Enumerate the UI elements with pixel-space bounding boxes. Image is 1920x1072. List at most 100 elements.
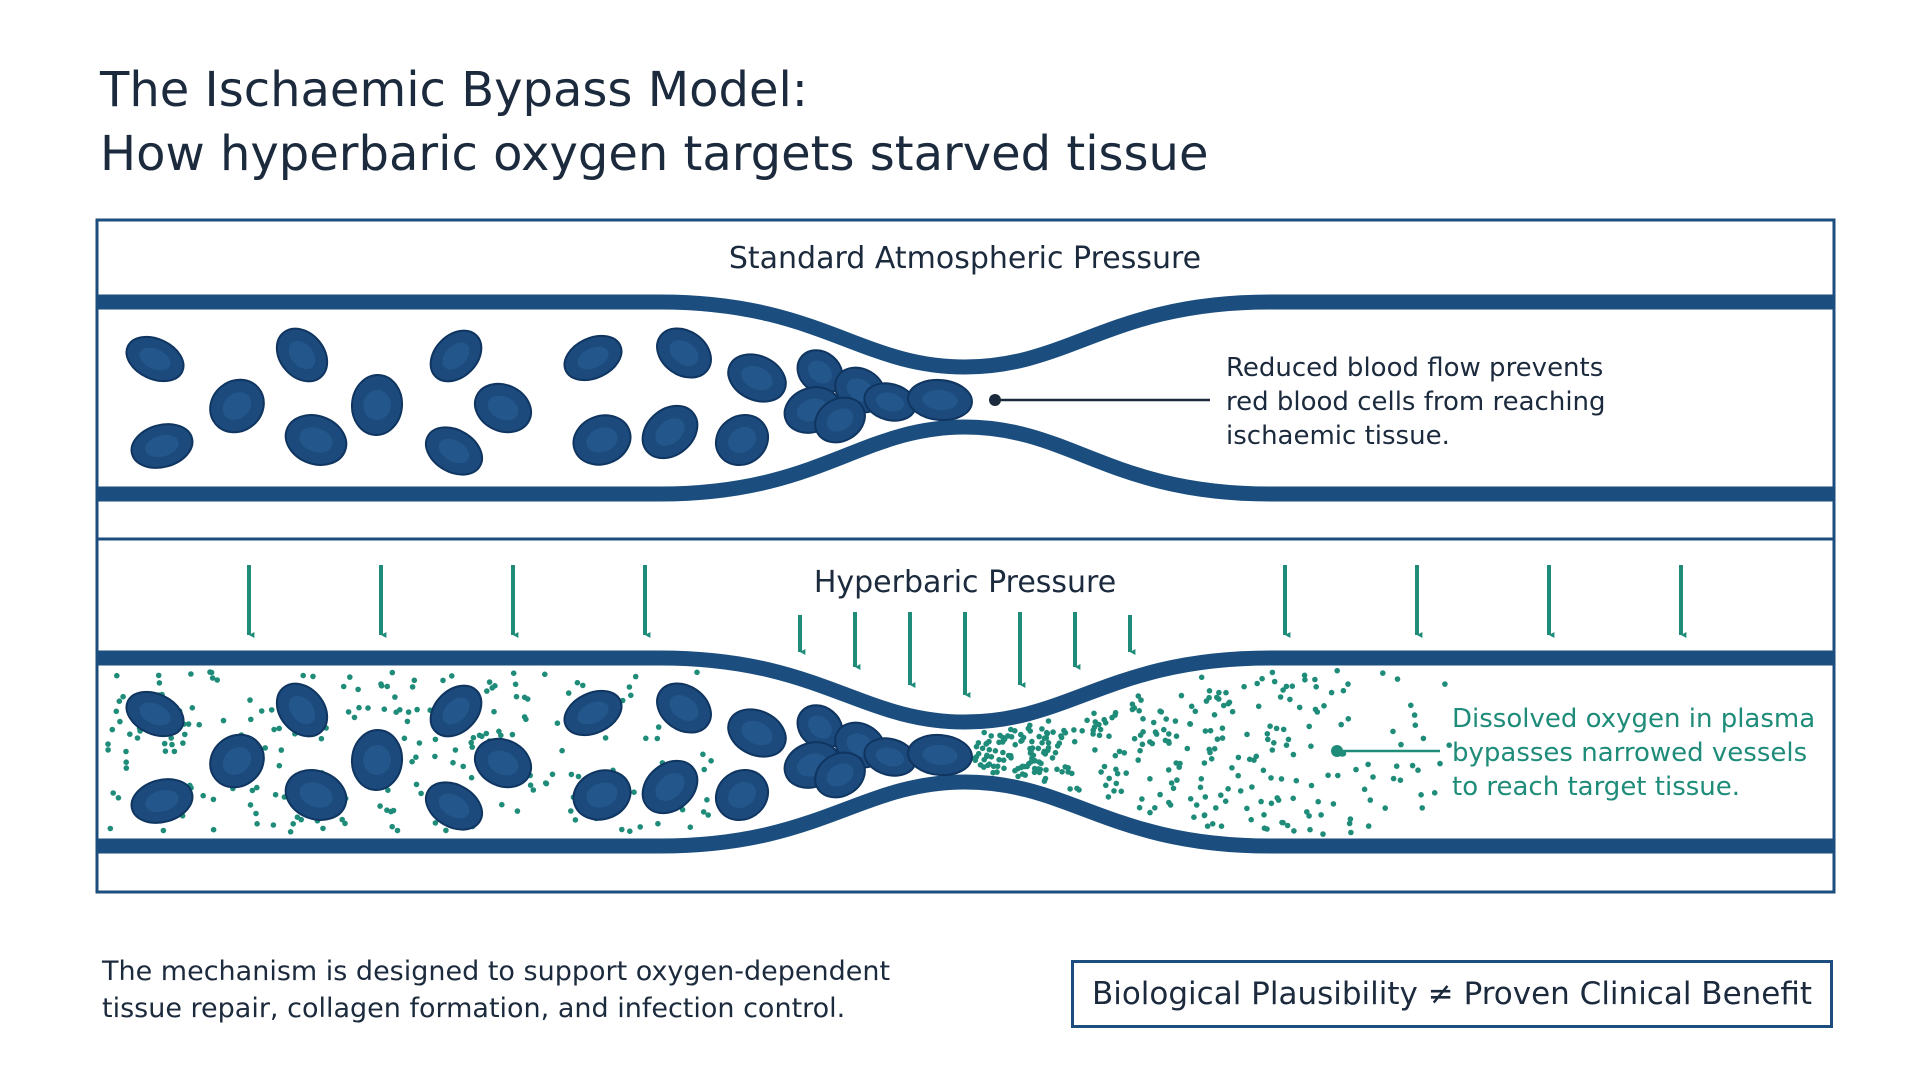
oxygen-dot bbox=[113, 708, 120, 715]
oxygen-dot bbox=[443, 827, 449, 834]
oxygen-dot bbox=[1052, 749, 1059, 756]
oxygen-dot bbox=[542, 780, 549, 786]
oxygen-dot bbox=[1347, 816, 1354, 822]
oxygen-dot bbox=[253, 810, 259, 817]
oxygen-dot bbox=[704, 797, 710, 803]
oxygen-dot bbox=[1139, 741, 1146, 748]
oxygen-dot bbox=[1035, 745, 1042, 752]
oxygen-dot bbox=[1290, 795, 1296, 802]
oxygen-dot bbox=[1184, 745, 1191, 752]
oxygen-dot bbox=[1264, 826, 1270, 832]
oxygen-dot bbox=[1390, 775, 1397, 782]
oxygen-dot bbox=[450, 759, 456, 766]
oxygen-dot bbox=[1136, 804, 1143, 811]
oxygen-dot bbox=[1111, 788, 1117, 794]
oxygen-dot bbox=[1207, 727, 1214, 734]
oxygen-dot bbox=[1214, 694, 1220, 701]
oxygen-dot bbox=[1049, 755, 1056, 761]
oxygen-dot bbox=[1131, 735, 1138, 742]
oxygen-dot bbox=[469, 744, 476, 750]
oxygen-dot bbox=[1211, 746, 1218, 752]
red-blood-cell-highlight bbox=[728, 781, 756, 809]
oxygen-dot bbox=[1129, 706, 1136, 713]
oxygen-dot bbox=[1214, 736, 1221, 742]
oxygen-dot bbox=[169, 741, 175, 748]
oxygen-dot bbox=[1365, 823, 1372, 829]
oxygen-dot bbox=[1059, 769, 1065, 775]
oxygen-dot bbox=[272, 791, 279, 798]
red-blood-cell-highlight bbox=[438, 438, 470, 464]
oxygen-dot bbox=[708, 758, 714, 764]
oxygen-dot bbox=[1345, 681, 1351, 687]
oxygen-dot bbox=[988, 733, 994, 739]
oxygen-dot bbox=[1285, 736, 1292, 743]
oxygen-dot bbox=[1334, 667, 1340, 674]
annotation-hyperbaric: Dissolved oxygen in plasma bypasses narr… bbox=[1452, 704, 1823, 802]
annotation-hyperbaric-line-3: to reach target tissue. bbox=[1452, 772, 1740, 802]
red-blood-cell-highlight bbox=[139, 702, 171, 726]
oxygen-dot bbox=[498, 732, 504, 739]
red-blood-cell-highlight bbox=[222, 747, 252, 775]
red-blood-cell-highlight bbox=[577, 701, 609, 725]
oxygen-dot bbox=[440, 677, 446, 684]
oxygen-dot bbox=[1307, 826, 1313, 833]
red-blood-cell-highlight bbox=[442, 342, 470, 370]
oxygen-dot bbox=[1293, 777, 1300, 784]
oxygen-dot bbox=[394, 827, 401, 834]
oxygen-dot bbox=[1091, 710, 1097, 717]
oxygen-dot bbox=[1170, 785, 1177, 792]
oxygen-dot bbox=[510, 670, 517, 676]
oxygen-dot bbox=[123, 765, 130, 771]
oxygen-dot bbox=[1045, 747, 1051, 754]
oxygen-dot bbox=[1312, 706, 1319, 713]
red-blood-cell-highlight bbox=[487, 395, 519, 421]
oxygen-dot bbox=[1166, 731, 1172, 737]
oxygen-dot bbox=[188, 671, 194, 677]
red-blood-cell-highlight bbox=[655, 773, 685, 801]
oxygen-dot bbox=[384, 807, 390, 813]
oxygen-dot bbox=[1135, 757, 1141, 763]
oxygen-dot bbox=[1091, 724, 1098, 730]
oxygen-dot bbox=[1165, 767, 1172, 773]
oxygen-dot bbox=[253, 784, 260, 791]
oxygen-dot bbox=[278, 747, 285, 753]
pressure-arrows bbox=[247, 565, 1687, 698]
oxygen-dot bbox=[990, 763, 997, 770]
oxygen-dot bbox=[189, 705, 196, 711]
oxygen-dot bbox=[127, 731, 133, 737]
oxygen-dot bbox=[377, 803, 383, 809]
oxygen-dot bbox=[977, 762, 984, 768]
oxygen-dot bbox=[1116, 748, 1123, 755]
oxygen-dot bbox=[1229, 708, 1236, 715]
oxygen-dot bbox=[1279, 819, 1285, 826]
oxygen-dot bbox=[1302, 677, 1308, 683]
oxygen-dot bbox=[1420, 735, 1427, 742]
oxygen-dot bbox=[1039, 726, 1045, 732]
title-line-2: How hyperbaric oxygen targets starved ti… bbox=[100, 126, 1209, 182]
oxygen-dot bbox=[1101, 763, 1108, 770]
oxygen-dot bbox=[514, 808, 521, 814]
oxygen-dot bbox=[1084, 717, 1090, 724]
oxygen-dot bbox=[1346, 820, 1353, 827]
oxygen-dot bbox=[524, 696, 531, 702]
oxygen-dot bbox=[499, 801, 505, 808]
oxygen-dot bbox=[627, 828, 633, 834]
red-blood-cell-highlight bbox=[741, 720, 773, 746]
oxygen-dot bbox=[345, 709, 352, 715]
oxygen-dot bbox=[1209, 821, 1216, 827]
oxygen-dot bbox=[1269, 669, 1276, 676]
oxygen-dot bbox=[161, 740, 168, 747]
oxygen-dot bbox=[393, 709, 400, 715]
oxygen-dot bbox=[404, 718, 411, 725]
oxygen-dot bbox=[117, 718, 123, 725]
red-blood-cell-highlight bbox=[922, 744, 958, 766]
oxygen-dot bbox=[418, 790, 424, 797]
oxygen-dot bbox=[1038, 760, 1044, 767]
oxygen-dot bbox=[972, 757, 979, 764]
oxygen-dot bbox=[208, 669, 215, 676]
red-blood-cells-standard bbox=[125, 327, 973, 476]
oxygen-dot bbox=[1348, 829, 1354, 836]
oxygen-dot bbox=[1043, 729, 1050, 736]
oxygen-dot bbox=[405, 709, 412, 715]
oxygen-dot bbox=[1001, 765, 1007, 772]
